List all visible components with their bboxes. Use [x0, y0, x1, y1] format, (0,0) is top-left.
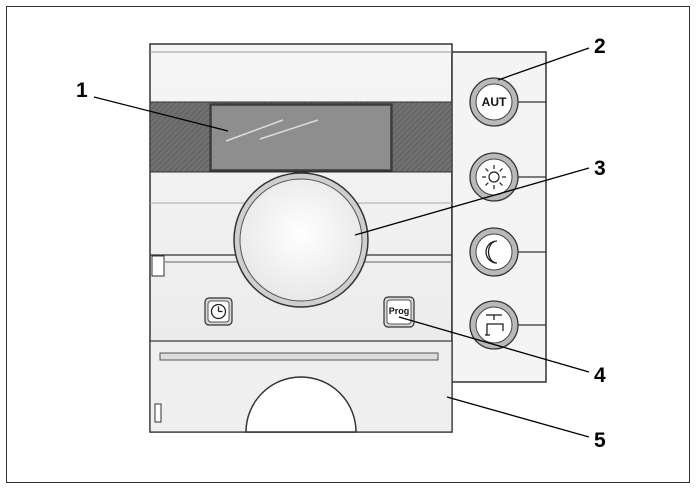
display-band — [149, 101, 453, 173]
moon-icon — [485, 240, 498, 264]
callout-4: 4 — [594, 364, 606, 387]
rotary-dial[interactable] — [233, 172, 369, 308]
clock-icon — [210, 303, 227, 320]
day-mode-button[interactable] — [469, 152, 546, 202]
auto-button[interactable] — [469, 77, 546, 127]
tap-icon — [485, 314, 504, 336]
callout-1: 1 — [76, 79, 88, 102]
lower-flap — [149, 340, 453, 433]
hot-water-button[interactable] — [469, 300, 546, 350]
night-mode-button[interactable] — [469, 227, 546, 277]
auto-button-label: AUT — [481, 95, 507, 109]
callout-5: 5 — [594, 429, 606, 452]
sun-icon — [482, 165, 506, 189]
callout-3: 3 — [594, 157, 606, 180]
clock-button[interactable] — [204, 297, 233, 326]
callout-2: 2 — [594, 35, 606, 58]
leader-lines — [93, 47, 590, 438]
prog-button-label: Prog — [388, 306, 410, 316]
